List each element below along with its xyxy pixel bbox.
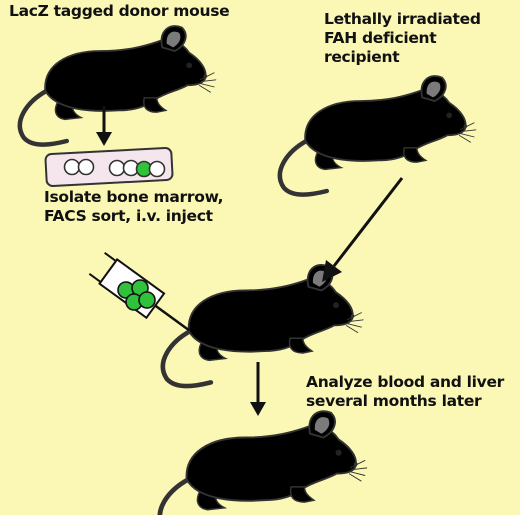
recipient-label: Lethally irradiated FAH deficient recipi… xyxy=(324,10,481,67)
bone-marrow-tube-icon xyxy=(44,147,174,187)
diagonal-arrow-icon xyxy=(322,177,404,282)
isolate-label-line2: FACS sort, i.v. inject xyxy=(44,207,213,225)
recipient-label-line3: recipient xyxy=(324,48,400,66)
analyze-label: Analyze blood and liver several months l… xyxy=(306,373,504,411)
tagged-cells-icon xyxy=(117,279,156,311)
donor-label-text: LacZ tagged donor mouse xyxy=(9,2,230,20)
recipient-label-line2: FAH deficient xyxy=(324,29,437,47)
down-arrow-icon xyxy=(250,362,266,416)
analyze-label-line1: Analyze blood and liver xyxy=(306,373,505,391)
injected-mouse-icon xyxy=(163,265,364,386)
down-arrow-icon xyxy=(96,106,112,146)
isolate-label: Isolate bone marrow, FACS sort, i.v. inj… xyxy=(44,188,223,226)
recipient-mouse-icon xyxy=(280,76,476,195)
analyzed-mouse-icon xyxy=(160,411,367,515)
recipient-label-line1: Lethally irradiated xyxy=(324,10,481,28)
analyze-label-line2: several months later xyxy=(306,392,482,410)
donor-label: LacZ tagged donor mouse xyxy=(9,2,230,21)
isolate-label-line1: Isolate bone marrow, xyxy=(44,188,224,206)
donor-mouse-icon: .d .fur{fill:#a2a2a2}.d .tailfill{stroke… xyxy=(20,26,216,145)
